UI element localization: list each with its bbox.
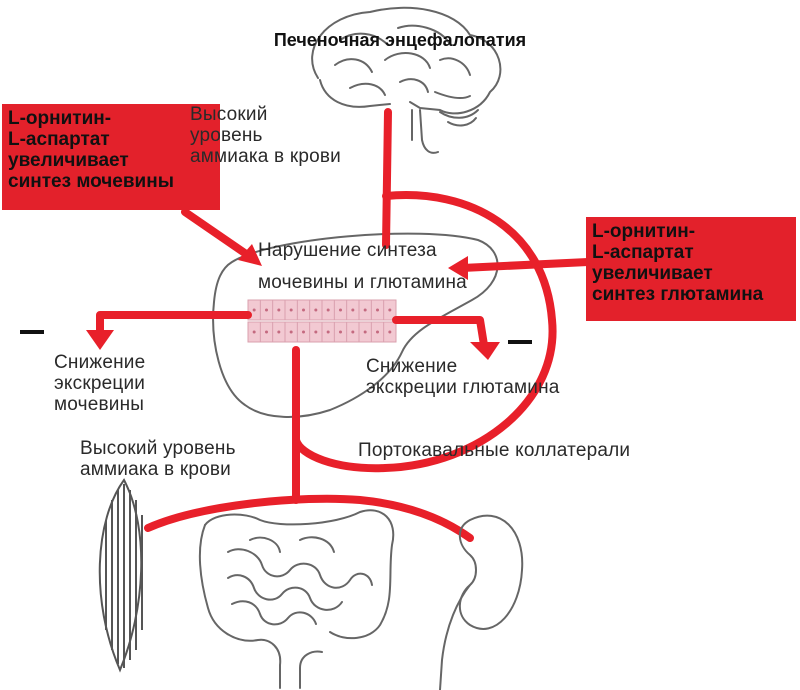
cell-nucleus xyxy=(351,308,355,312)
cell-nucleus xyxy=(302,330,305,334)
arrow-urea-down xyxy=(86,330,114,350)
liver-icon xyxy=(212,232,499,418)
cell-nucleus xyxy=(326,308,330,312)
right-branch-line xyxy=(392,316,488,349)
label-portocaval: Портокавальные коллатерали xyxy=(358,440,631,461)
intestine-icon xyxy=(198,509,395,689)
minus-sign-right xyxy=(508,340,532,344)
red-pathways xyxy=(96,108,592,542)
brain-icon xyxy=(311,6,502,154)
arrowheads xyxy=(86,244,500,360)
arrow-glutamine-down xyxy=(470,342,500,360)
bottom-arc-line xyxy=(144,494,474,542)
cell-nucleus xyxy=(314,330,318,334)
left-callout-line xyxy=(181,208,256,262)
kidney-icon xyxy=(439,514,524,690)
cell-nucleus xyxy=(277,330,281,334)
upper-arc-line xyxy=(292,191,557,473)
cell-nucleus xyxy=(363,308,367,312)
label-urea-excretion-drop: Снижение экскреции мочевины xyxy=(54,352,146,415)
diagram-title: Печеночная энцефалопатия xyxy=(273,30,527,50)
cell-nucleus xyxy=(326,330,330,334)
cell-nucleus xyxy=(388,330,392,334)
cell-nucleus xyxy=(339,330,342,334)
label-glutamine-excretion-drop: Снижение экскреции глютамина xyxy=(366,356,560,398)
cell-nucleus xyxy=(388,308,392,312)
arrow-to-liver-left xyxy=(238,244,262,266)
callout-right: L-орнитин- L-аспартат увеличивает синтез… xyxy=(586,217,796,321)
right-callout-line xyxy=(458,258,592,272)
label-synthesis-disorder-line2: мочевины и глютамина xyxy=(258,272,467,293)
cell-nucleus xyxy=(265,308,268,312)
cell-nucleus xyxy=(351,330,355,334)
cell-nucleus xyxy=(289,308,293,312)
brain-feed-line xyxy=(382,108,392,249)
cell-nucleus xyxy=(314,308,318,312)
cell-nucleus xyxy=(252,308,256,312)
cell-nucleus xyxy=(339,308,342,312)
callout-left: L-орнитин- L-аспартат увеличивает синтез… xyxy=(2,104,220,210)
left-branch-line xyxy=(96,311,252,336)
minus-sign-left xyxy=(20,330,44,334)
cell-nucleus xyxy=(252,330,256,334)
cell-nucleus xyxy=(376,308,379,312)
cell-nucleus xyxy=(265,330,268,334)
cell-nucleus xyxy=(302,308,305,312)
hepatocyte-strip-icon xyxy=(247,299,397,343)
arrow-to-liver-right xyxy=(448,256,468,280)
cell-nucleus xyxy=(277,308,281,312)
label-high-ammonia-top: Высокий уровень аммиака в крови xyxy=(190,104,341,167)
muscle-icon xyxy=(98,478,143,673)
cell-nucleus xyxy=(289,330,293,334)
cell-nucleus xyxy=(363,330,367,334)
label-synthesis-disorder-line1: Нарушение синтеза xyxy=(258,240,437,261)
label-high-ammonia-bottom: Высокий уровень аммиака в крови xyxy=(80,438,236,480)
cell-nucleus xyxy=(376,330,379,334)
